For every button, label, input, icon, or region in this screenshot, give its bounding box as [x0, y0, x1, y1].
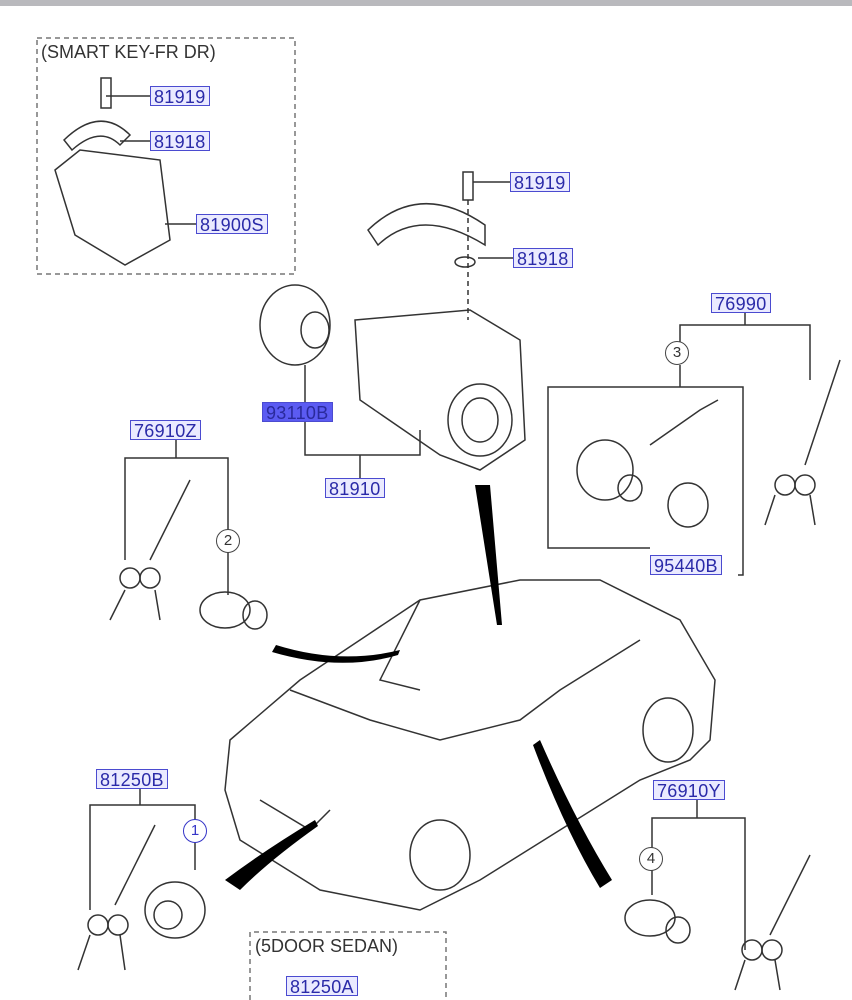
callout-1: 1: [183, 819, 207, 843]
callout-2: 2: [216, 529, 240, 553]
set-3-bracket: [547, 365, 744, 576]
sedan-inset-title: (5DOOR SEDAN): [255, 936, 399, 956]
ignition-lock-body-icon: [354, 309, 526, 471]
part-label-95440B[interactable]: 95440B: [650, 555, 722, 576]
bolt-icon: [462, 171, 510, 320]
trunk-lock-1-icon: [144, 881, 206, 939]
callout-3: 3: [665, 341, 689, 365]
part-label-81919[interactable]: 81919: [510, 172, 570, 193]
part-label-81900S[interactable]: 81900S: [196, 214, 268, 235]
part-label-76910Y[interactable]: 76910Y: [653, 780, 725, 801]
key-cylinder-icon: [259, 284, 331, 366]
part-label-93110B-selected[interactable]: 93110B: [262, 402, 333, 423]
part-label-76910Z[interactable]: 76910Z: [130, 420, 201, 441]
clamp-icon: [367, 203, 513, 268]
sedan-inset-box: [249, 931, 447, 1000]
key-76910Z-icon: [109, 479, 191, 621]
smart-key-inset-box: [36, 37, 296, 275]
key-81250B-icon: [77, 824, 156, 971]
inset-bolt-icon: [100, 77, 150, 109]
leader-76910Z: [124, 440, 229, 595]
door-lock-4-icon: [624, 899, 691, 944]
part-label-81250A[interactable]: 81250A: [286, 976, 358, 997]
top-bar: [0, 0, 852, 6]
part-label-81918[interactable]: 81918: [150, 131, 210, 152]
car-body-icon: [224, 579, 716, 911]
inset-cover-icon: [54, 149, 196, 266]
leader-81250B: [89, 789, 196, 910]
smart-key-inset-title: (SMART KEY-FR DR): [41, 42, 216, 62]
leader-76910Y: [651, 800, 746, 950]
part-label-76990[interactable]: 76990: [711, 293, 771, 314]
leader-93110B: [304, 365, 421, 478]
part-label-81250B[interactable]: 81250B: [96, 769, 168, 790]
inset-clamp-icon: [62, 120, 150, 152]
part-label-81919[interactable]: 81919: [150, 86, 210, 107]
part-label-81918[interactable]: 81918: [513, 248, 573, 269]
pointer-arrows: [225, 485, 612, 890]
door-lock-2-icon: [199, 591, 268, 630]
key-76990-icon: [764, 359, 841, 526]
cylinder-3-icon: [576, 399, 719, 528]
leader-76990: [679, 303, 811, 380]
part-label-81910[interactable]: 81910: [325, 478, 385, 499]
key-76910Y-icon: [734, 854, 811, 991]
callout-4: 4: [639, 847, 663, 871]
